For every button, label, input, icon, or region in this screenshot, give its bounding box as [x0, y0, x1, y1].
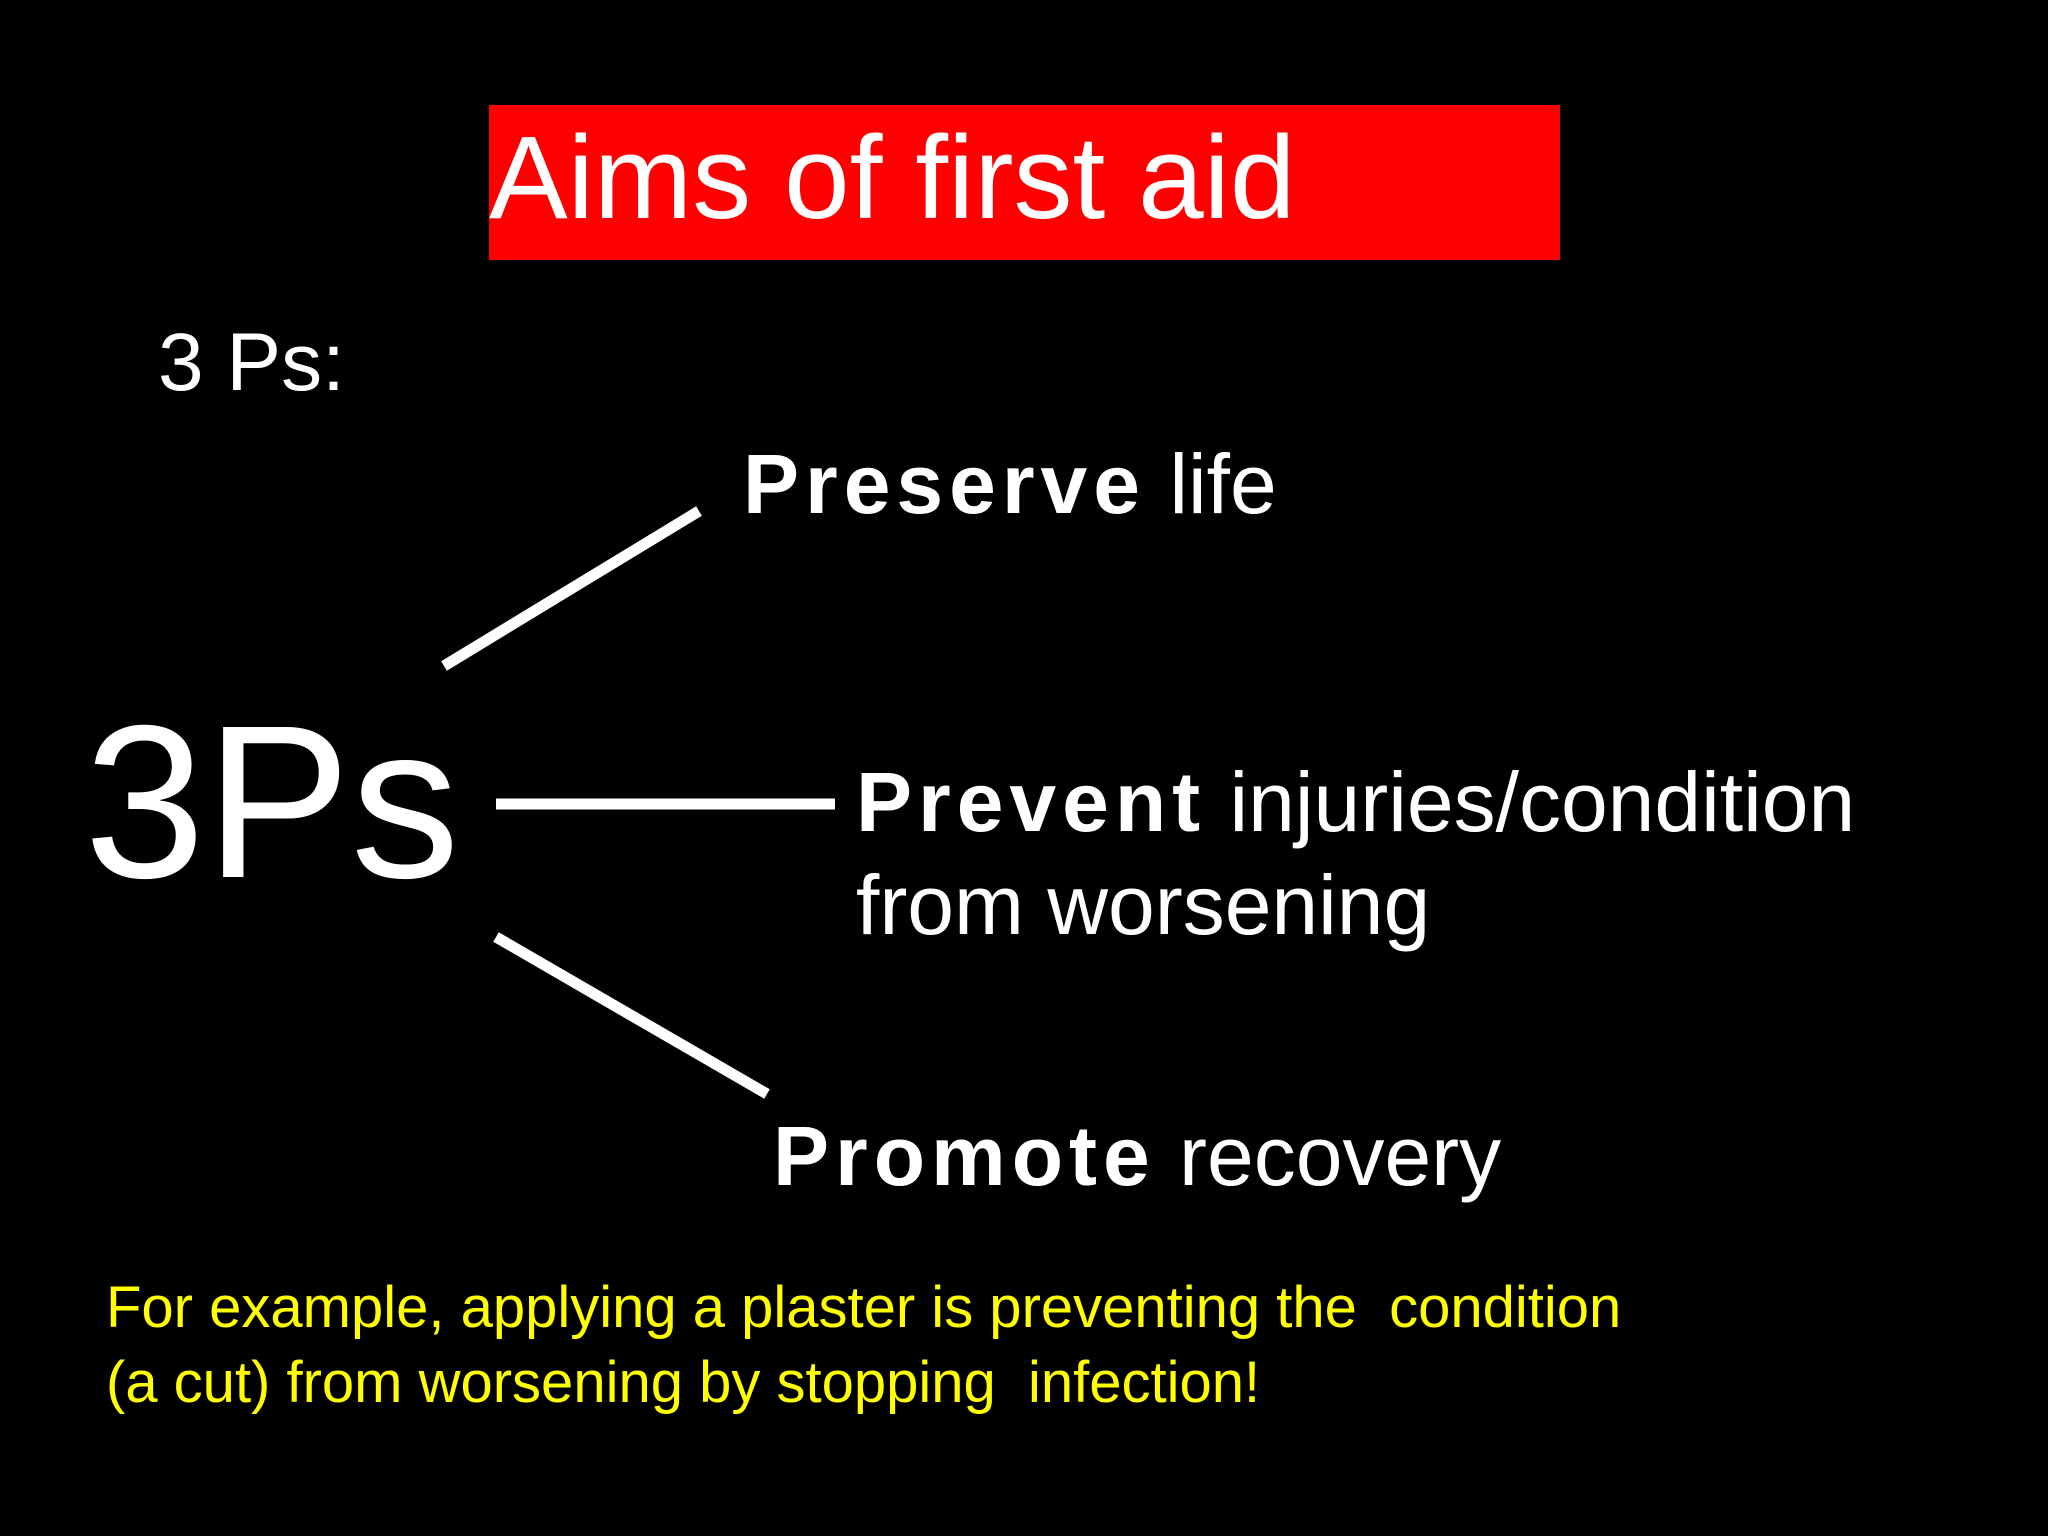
- connector-line-preserve: [441, 506, 702, 671]
- footnote-line-2: (a cut) from worsening by stopping infec…: [106, 1350, 1261, 1416]
- title-highlight-box: [489, 105, 1560, 260]
- branch-prevent: Prevent injuries/condition from worsenin…: [856, 751, 1855, 958]
- branch-promote: Promote recovery: [773, 1105, 1501, 1208]
- branch-keyword: Prevent: [856, 755, 1207, 849]
- connector-line-promote: [493, 932, 770, 1099]
- branch-preserve: Preserve life: [743, 433, 1277, 536]
- footnote-line-1: For example, applying a plaster is preve…: [106, 1275, 1622, 1340]
- subtitle: 3 Ps:: [158, 317, 345, 408]
- branch-text: life: [1146, 437, 1277, 531]
- branch-keyword: Preserve: [743, 437, 1146, 531]
- branch-text: injuries/condition: [1206, 755, 1856, 849]
- slide-title: Aims of first aid: [489, 112, 1296, 244]
- branch-text: recovery: [1155, 1109, 1502, 1203]
- branch-keyword: Promote: [773, 1109, 1156, 1203]
- branch-text-line2: from worsening: [856, 858, 1431, 953]
- example-footnote: For example, applying a plaster is preve…: [106, 1270, 1621, 1421]
